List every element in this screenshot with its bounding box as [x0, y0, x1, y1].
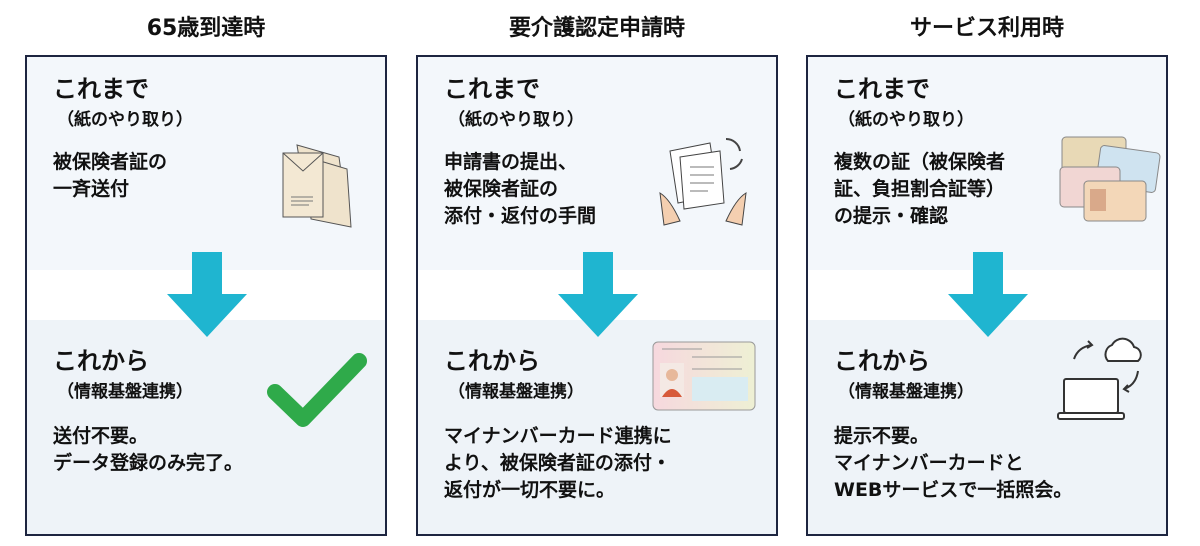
panel-care-application: これまで （紙のやり取り） 申請書の提出、 被保険者証の 添付・返付の手間 これ…	[416, 55, 778, 536]
after-text: マイナンバーカード連携に より、被保険者証の添付・ 返付が一切不要に。	[444, 425, 672, 501]
column-title: 65歳到達時	[146, 16, 266, 41]
down-arrow-icon	[948, 252, 1028, 337]
before-sub: （紙のやり取り）	[838, 110, 974, 130]
column-title: サービス利用時	[909, 16, 1064, 41]
before-heading: これまで	[834, 75, 930, 103]
panel-65-reached: これまで （紙のやり取り） 被保険者証の 一斉送付 これから （情報基盤連携） …	[25, 55, 387, 536]
before-sub: （紙のやり取り）	[448, 110, 584, 130]
down-arrow-icon	[167, 252, 247, 337]
after-sub: （情報基盤連携）	[838, 382, 974, 402]
after-heading: これから	[444, 347, 540, 375]
after-sub: （情報基盤連携）	[57, 382, 193, 402]
envelopes-icon	[282, 144, 352, 228]
before-heading: これまで	[53, 75, 149, 103]
column-title: 要介護認定申請時	[508, 16, 685, 41]
before-heading: これまで	[444, 75, 540, 103]
down-arrow-icon	[558, 252, 638, 337]
after-heading: これから	[53, 347, 149, 375]
before-text: 申請書の提出、 被保険者証の 添付・返付の手間	[444, 151, 597, 227]
checkmark-icon	[267, 353, 367, 427]
my-number-card-icon	[652, 341, 756, 411]
panel-service-use: これまで （紙のやり取り） 複数の証（被保険者 証、負担割合証等） の提示・確認…	[806, 55, 1168, 536]
after-heading: これから	[834, 347, 930, 375]
after-text: 送付不要。 データ登録のみ完了。	[53, 425, 244, 474]
before-text: 被保険者証の 一斉送付	[53, 151, 168, 200]
documents-hands-icon	[659, 137, 747, 226]
after-text: 提示不要。 マイナンバーカードと WEBサービスで一括照会。	[834, 425, 1073, 501]
after-sub: （情報基盤連携）	[448, 382, 584, 402]
laptop-cloud-icon	[1057, 337, 1142, 420]
before-text: 複数の証（被保険者 証、負担割合証等） の提示・確認	[834, 151, 1006, 227]
multiple-cards-icon	[1059, 136, 1161, 222]
before-sub: （紙のやり取り）	[57, 110, 193, 130]
